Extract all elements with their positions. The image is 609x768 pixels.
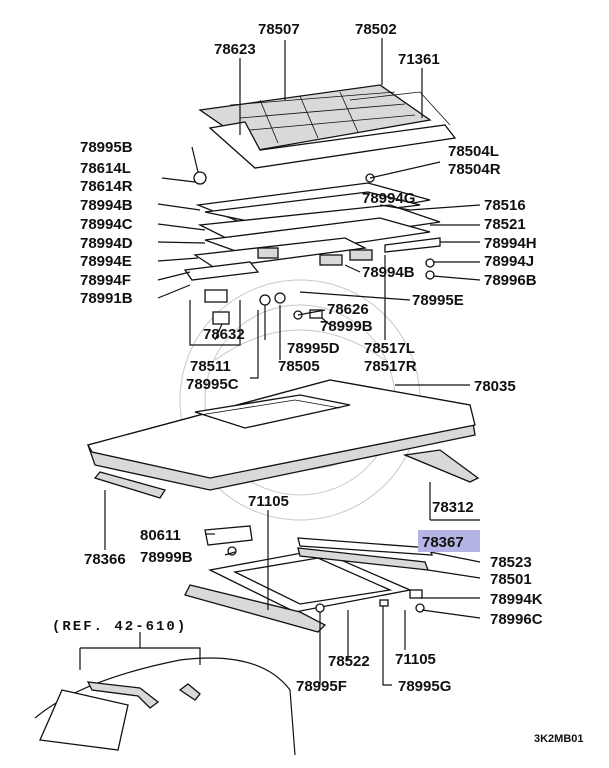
sunroof-frame-assembly <box>183 171 441 325</box>
label-78623: 78623 <box>214 41 256 58</box>
label-78626: 78626 <box>327 301 369 318</box>
roof-panel <box>87 379 476 491</box>
label-78994J: 78994J <box>484 253 534 270</box>
label-78995E: 78995E <box>412 292 464 309</box>
label-78994F: 78994F <box>80 272 131 289</box>
label-78994C: 78994C <box>80 216 133 233</box>
label-78517R: 78517R <box>364 358 417 375</box>
label-78511: 78511 <box>190 358 231 375</box>
sunshade-panel <box>208 91 457 169</box>
leader-lines <box>104 38 481 686</box>
label-78504R: 78504R <box>448 161 501 178</box>
label-78502: 78502 <box>355 21 397 38</box>
label-78996B: 78996B <box>484 272 537 289</box>
label-78523: 78523 <box>490 554 532 571</box>
lower-sunroof-frame <box>184 525 433 633</box>
label-78505: 78505 <box>278 358 320 375</box>
part-labels: 78507 78502 78623 71361 78995B 78614L 78… <box>80 21 543 695</box>
label-78035: 78035 <box>474 378 516 395</box>
label-78501: 78501 <box>490 571 532 588</box>
label-78991B: 78991B <box>80 290 133 307</box>
label-78366: 78366 <box>84 551 126 568</box>
label-78994K: 78994K <box>490 591 543 608</box>
diagram-code: 3K2MB01 <box>534 733 584 745</box>
label-78994B-upper: 78994B <box>80 197 133 214</box>
label-78995D: 78995D <box>287 340 340 357</box>
roof-rail-right <box>402 449 480 483</box>
label-78999B-lower: 78999B <box>140 549 193 566</box>
label-78994D: 78994D <box>80 235 133 252</box>
label-78507: 78507 <box>258 21 300 38</box>
label-78517L: 78517L <box>364 340 415 357</box>
label-78995G: 78995G <box>398 678 451 695</box>
label-78994E: 78994E <box>80 253 132 270</box>
label-80611: 80611 <box>140 527 181 544</box>
label-78504L: 78504L <box>448 143 499 160</box>
label-71105-lower: 71105 <box>395 651 436 668</box>
highlight-box <box>418 530 480 552</box>
label-78994G: 78994G <box>362 190 415 207</box>
label-71105-upper: 71105 <box>248 493 289 510</box>
label-78996C: 78996C <box>490 611 543 628</box>
reference-label: (REF. 42-610) <box>52 619 187 635</box>
label-78614R: 78614R <box>80 178 133 195</box>
label-78995C: 78995C <box>186 376 239 393</box>
label-78516: 78516 <box>484 197 526 214</box>
label-78999B-upper: 78999B <box>320 318 373 335</box>
label-78367: 78367 <box>422 534 464 551</box>
label-78614L: 78614L <box>80 160 131 177</box>
label-78995B: 78995B <box>80 139 133 156</box>
label-78995F: 78995F <box>296 678 347 695</box>
label-78632: 78632 <box>203 326 245 343</box>
label-78522: 78522 <box>328 653 370 670</box>
label-78312: 78312 <box>432 499 474 516</box>
reference-vehicle-outline <box>34 632 296 756</box>
label-78994B-middle: 78994B <box>362 264 415 281</box>
label-78521: 78521 <box>484 216 526 233</box>
label-78994H: 78994H <box>484 235 537 252</box>
label-71361: 71361 <box>398 51 440 68</box>
roof-rail-left <box>93 471 167 499</box>
